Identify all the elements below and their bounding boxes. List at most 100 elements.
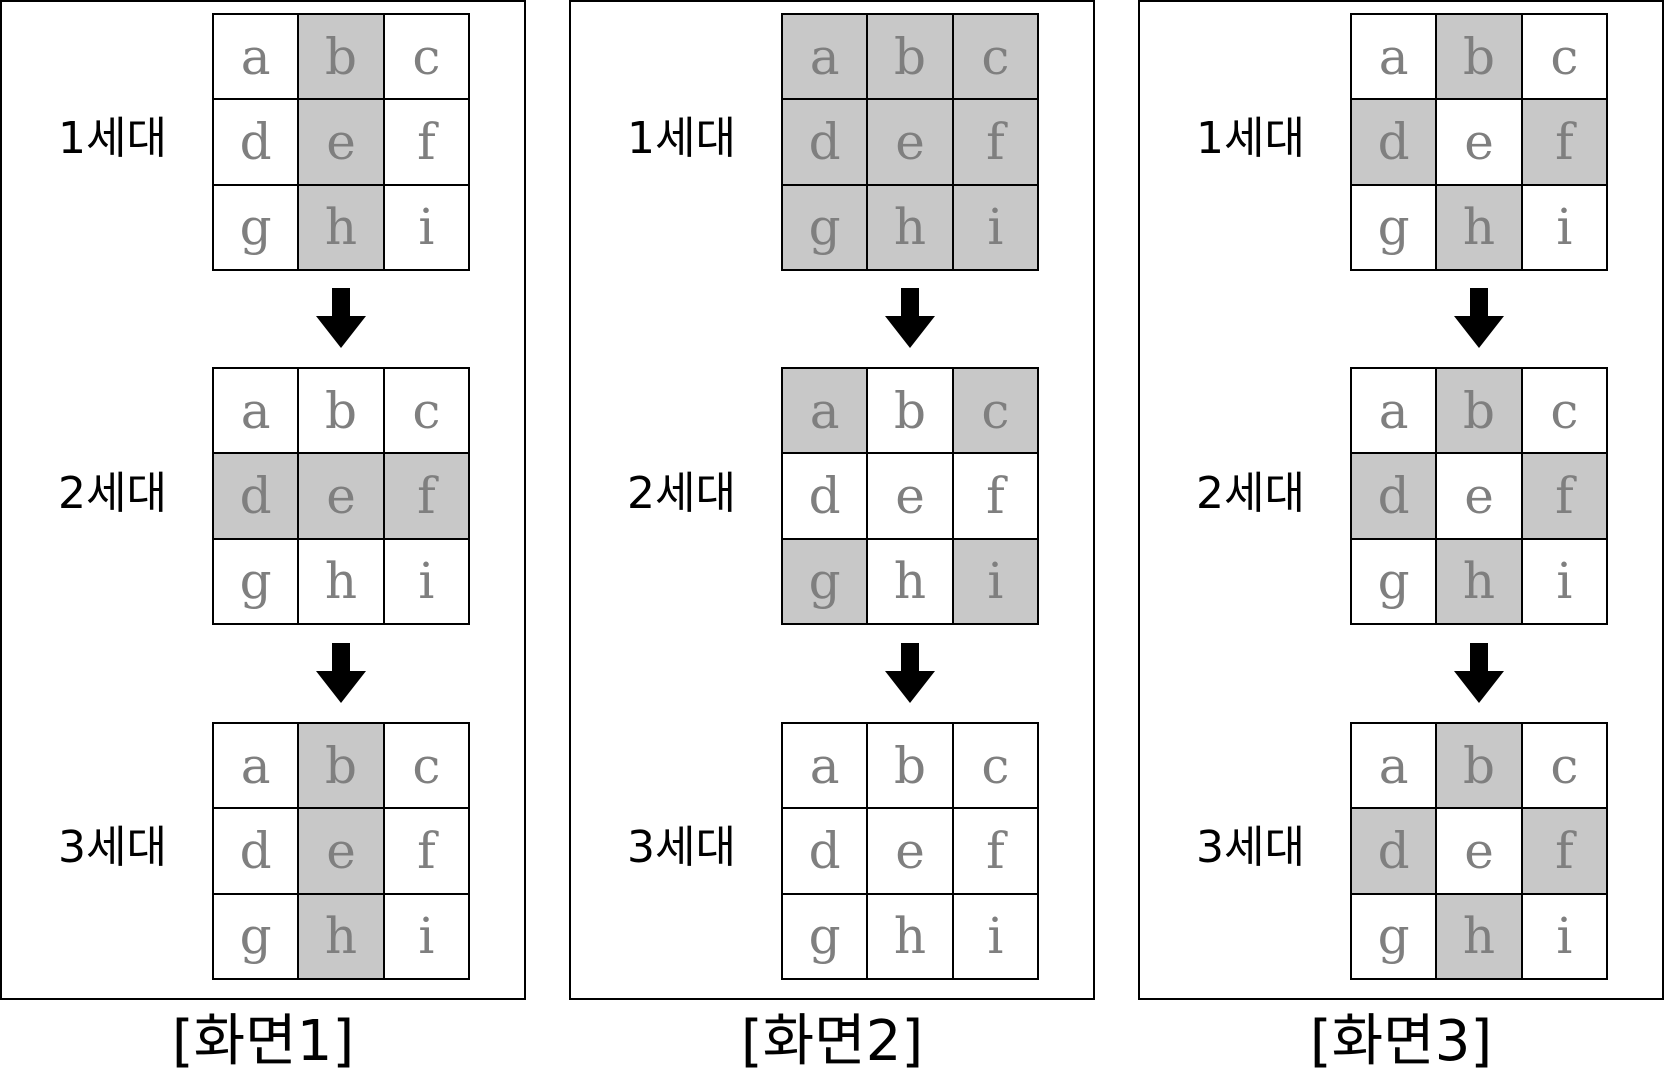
grid-cell-h: h xyxy=(1437,185,1521,269)
grid-cell-e: e xyxy=(299,100,383,184)
grid-cell-e: e xyxy=(1437,809,1521,893)
grid-cell-g: g xyxy=(1352,539,1436,623)
grid-cell-a: a xyxy=(214,724,298,808)
grid-cell-g: g xyxy=(214,539,298,623)
grid-cell-b: b xyxy=(868,15,952,99)
grid-cell-f: f xyxy=(1522,454,1606,538)
grid-cell-b: b xyxy=(1437,369,1521,453)
grid-cell-h: h xyxy=(1437,539,1521,623)
grid-cell-g: g xyxy=(783,894,867,978)
down-arrow-icon xyxy=(885,288,935,348)
grid-cell-c: c xyxy=(953,724,1037,808)
grid-cell-e: e xyxy=(868,100,952,184)
down-arrow-icon xyxy=(1454,643,1504,703)
grid-cell-d: d xyxy=(1352,100,1436,184)
grid-cell-b: b xyxy=(299,369,383,453)
grid-cell-a: a xyxy=(783,369,867,453)
grid-cell-g: g xyxy=(214,894,298,978)
grid-cell-i: i xyxy=(384,539,468,623)
grid-cell-c: c xyxy=(384,724,468,808)
grid-cell-d: d xyxy=(214,100,298,184)
grid-cell-e: e xyxy=(299,809,383,893)
screen-panel-3 xyxy=(1138,0,1664,1000)
grid-cell-b: b xyxy=(868,369,952,453)
grid-cell-a: a xyxy=(214,369,298,453)
grid-cell-d: d xyxy=(1352,809,1436,893)
grid-cell-b: b xyxy=(299,724,383,808)
grid-cell-e: e xyxy=(868,809,952,893)
grid-cell-h: h xyxy=(299,185,383,269)
grid-cell-i: i xyxy=(953,185,1037,269)
down-arrow-icon xyxy=(885,643,935,703)
grid-cell-g: g xyxy=(783,539,867,623)
grid-cell-d: d xyxy=(1352,454,1436,538)
grid-cell-f: f xyxy=(384,809,468,893)
generation-label: 2세대 xyxy=(58,468,167,519)
grid-cell-e: e xyxy=(1437,100,1521,184)
grid-cell-f: f xyxy=(953,454,1037,538)
grid-cell-d: d xyxy=(214,809,298,893)
grid-cell-f: f xyxy=(384,100,468,184)
grid-cell-a: a xyxy=(783,15,867,99)
grid-cell-i: i xyxy=(1522,185,1606,269)
grid-cell-i: i xyxy=(1522,539,1606,623)
grid-cell-b: b xyxy=(299,15,383,99)
grid-cell-a: a xyxy=(1352,15,1436,99)
grid-cell-i: i xyxy=(953,539,1037,623)
grid-cell-g: g xyxy=(214,185,298,269)
down-arrow-icon xyxy=(316,643,366,703)
grid-cell-c: c xyxy=(384,369,468,453)
grid-cell-d: d xyxy=(214,454,298,538)
grid-cell-f: f xyxy=(1522,809,1606,893)
grid-cell-b: b xyxy=(1437,15,1521,99)
grid-cell-e: e xyxy=(868,454,952,538)
grid-cell-c: c xyxy=(953,15,1037,99)
grid-cell-e: e xyxy=(299,454,383,538)
generation-label: 3세대 xyxy=(627,822,736,873)
grid-cell-c: c xyxy=(384,15,468,99)
grid-cell-e: e xyxy=(1437,454,1521,538)
screen-caption: [화면3] xyxy=(1309,1008,1493,1074)
grid-cell-i: i xyxy=(384,894,468,978)
generation-label: 1세대 xyxy=(627,113,736,164)
grid-cell-a: a xyxy=(214,15,298,99)
screen-caption: [화면1] xyxy=(171,1008,355,1074)
grid-cell-d: d xyxy=(783,809,867,893)
grid-cell-a: a xyxy=(1352,724,1436,808)
grid-cell-c: c xyxy=(1522,724,1606,808)
grid-cell-h: h xyxy=(868,185,952,269)
grid-cell-a: a xyxy=(783,724,867,808)
grid-cell-f: f xyxy=(1522,100,1606,184)
generation-label: 2세대 xyxy=(1196,468,1305,519)
grid-cell-c: c xyxy=(953,369,1037,453)
grid-cell-a: a xyxy=(1352,369,1436,453)
grid-cell-h: h xyxy=(868,894,952,978)
grid-cell-g: g xyxy=(1352,185,1436,269)
grid-cell-f: f xyxy=(953,809,1037,893)
grid-cell-i: i xyxy=(953,894,1037,978)
grid-cell-b: b xyxy=(1437,724,1521,808)
grid-cell-g: g xyxy=(783,185,867,269)
screen-panel-1 xyxy=(0,0,526,1000)
down-arrow-icon xyxy=(1454,288,1504,348)
screen-caption: [화면2] xyxy=(740,1008,924,1074)
grid-cell-g: g xyxy=(1352,894,1436,978)
down-arrow-icon xyxy=(316,288,366,348)
generation-label: 2세대 xyxy=(627,468,736,519)
generation-label: 1세대 xyxy=(1196,113,1305,164)
grid-cell-d: d xyxy=(783,100,867,184)
grid-cell-f: f xyxy=(384,454,468,538)
grid-cell-d: d xyxy=(783,454,867,538)
generation-label: 1세대 xyxy=(58,113,167,164)
generation-label: 3세대 xyxy=(1196,822,1305,873)
grid-cell-h: h xyxy=(868,539,952,623)
grid-cell-i: i xyxy=(1522,894,1606,978)
